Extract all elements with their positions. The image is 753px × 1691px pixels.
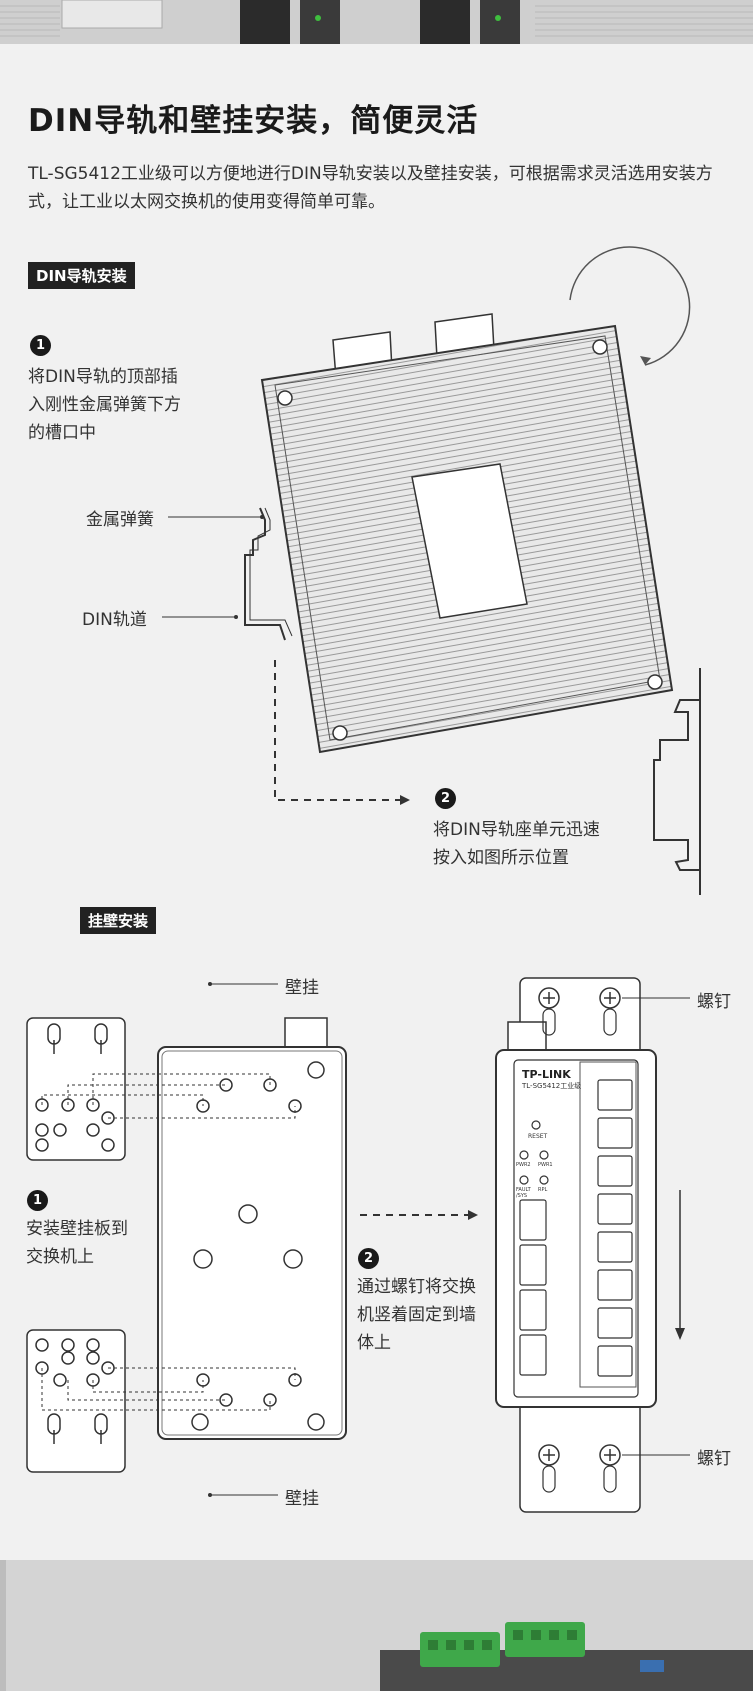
din-step2-badge: 2 [435, 788, 456, 809]
wall-step1-badge: 1 [27, 1190, 48, 1211]
wall-step2-text: 通过螺钉将交换 机竖着固定到墙 体上 [357, 1273, 476, 1357]
bottom-product-photo-strip [0, 1560, 753, 1691]
wall-section-tag: 挂壁安装 [80, 907, 157, 934]
corner-screw-icon [277, 390, 293, 406]
wall-step2-line1: 通过螺钉将交换 [357, 1277, 476, 1297]
din-step1-badge: 1 [30, 335, 51, 356]
wall-dashed-arrow-head [468, 1210, 478, 1220]
rotate-arc [569, 246, 691, 366]
switch-front-mounted [495, 977, 657, 1513]
dashed-direction-line [274, 660, 405, 801]
din-step1-text: 将DIN导轨的顶部插 入刚性金属弹簧下方 的槽口中 [28, 363, 181, 447]
din-rail-label: DIN轨道 [82, 610, 147, 630]
din-step1-line2: 入刚性金属弹簧下方 [28, 395, 181, 415]
front-brand-logo: TP-LINK [522, 1068, 571, 1081]
wall-label-top: 壁挂 [285, 978, 319, 998]
din-step1-line3: 的槽口中 [28, 423, 96, 443]
wall-step1-text: 安装壁挂板到 交换机上 [26, 1215, 128, 1271]
alignment-dotted-lines [41, 1073, 296, 1411]
din-rail-profile [244, 507, 286, 641]
pwr2-label: PWR2 [516, 1162, 531, 1168]
top-product-photo-strip [0, 0, 753, 44]
label-window [411, 463, 528, 619]
din-step2-text: 将DIN导轨座单元迅速 按入如图所示位置 [433, 816, 600, 872]
fault-label: FAULT [516, 1187, 531, 1193]
din-step2-line2: 按入如图所示位置 [433, 848, 569, 868]
wall-step1-line2: 交换机上 [26, 1247, 94, 1267]
intro-paragraph: TL-SG5412工业级可以方便地进行DIN导轨安装以及壁挂安装，可根据需求灵活… [28, 164, 713, 212]
down-arrow-head [675, 1328, 685, 1340]
page-title: DIN导轨和壁挂安装，简便灵活 [28, 103, 479, 139]
din-step1-line1: 将DIN导轨的顶部插 [28, 367, 178, 387]
leader-dot [260, 515, 264, 519]
rpl-label: RPL [538, 1187, 548, 1193]
corner-screw-icon [647, 674, 663, 690]
front-model-label: TL-SG5412工业级 [522, 1082, 582, 1090]
screw-label-bottom: 螺钉 [697, 1449, 731, 1469]
rotate-arrow-head [640, 356, 651, 365]
reset-label: RESET [528, 1133, 548, 1140]
pwr1-label: PWR1 [538, 1162, 553, 1168]
wall-label-bottom: 壁挂 [285, 1489, 319, 1509]
wall-step2-line3: 体上 [357, 1333, 391, 1353]
wall-step1-line1: 安装壁挂板到 [26, 1219, 128, 1239]
bottom-photo-graphic [0, 1560, 753, 1691]
metal-spring-shape [249, 507, 293, 637]
wall-step2-badge: 2 [358, 1248, 379, 1269]
sys-label: /SYS [516, 1193, 528, 1199]
din-installation-illustration [162, 246, 701, 895]
wall-plate-top [26, 1017, 126, 1161]
wall-plate-bottom [26, 1329, 126, 1473]
wall-step2-line2: 机竖着固定到墙 [357, 1305, 476, 1325]
screw-label-top: 螺钉 [697, 992, 731, 1012]
corner-screw-icon [332, 725, 348, 741]
switch-side-vertical [157, 1017, 347, 1440]
wall-installation-illustration [26, 977, 690, 1513]
top-photo-graphic [0, 0, 753, 44]
corner-screw-icon [592, 339, 608, 355]
din-step2-line1: 将DIN导轨座单元迅速 [433, 820, 600, 840]
dashed-arrow-head [400, 795, 410, 805]
metal-spring-label: 金属弹簧 [86, 510, 154, 530]
din-section-tag: DIN导轨安装 [28, 262, 135, 289]
mounted-din-rail [653, 699, 700, 871]
leader-dot [234, 615, 238, 619]
